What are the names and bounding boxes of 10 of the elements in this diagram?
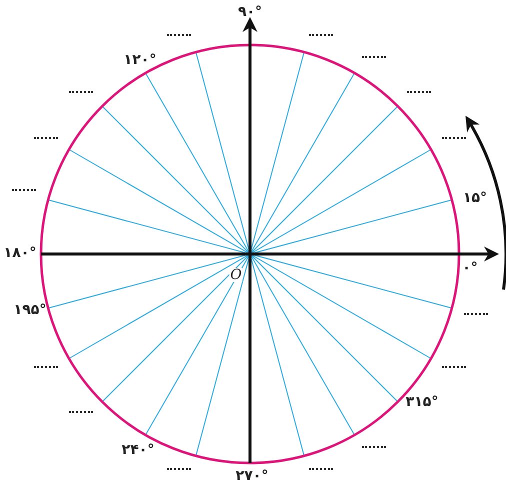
angle-label: ۱۹۵° <box>14 303 46 317</box>
angle-label: ۳۱۵° <box>406 395 438 409</box>
angle-label: ۱۵° <box>462 191 488 205</box>
angle-label: ۲۷۰° <box>236 469 268 483</box>
angle-label: ۹۰° <box>238 5 262 19</box>
origin-label: O <box>229 268 243 282</box>
angle-label: ۲۴۰° <box>122 443 154 457</box>
angle-label: ۰° <box>462 261 478 275</box>
angle-label: ۱۸۰° <box>4 246 36 260</box>
angle-label: ۱۲۰° <box>124 53 156 67</box>
